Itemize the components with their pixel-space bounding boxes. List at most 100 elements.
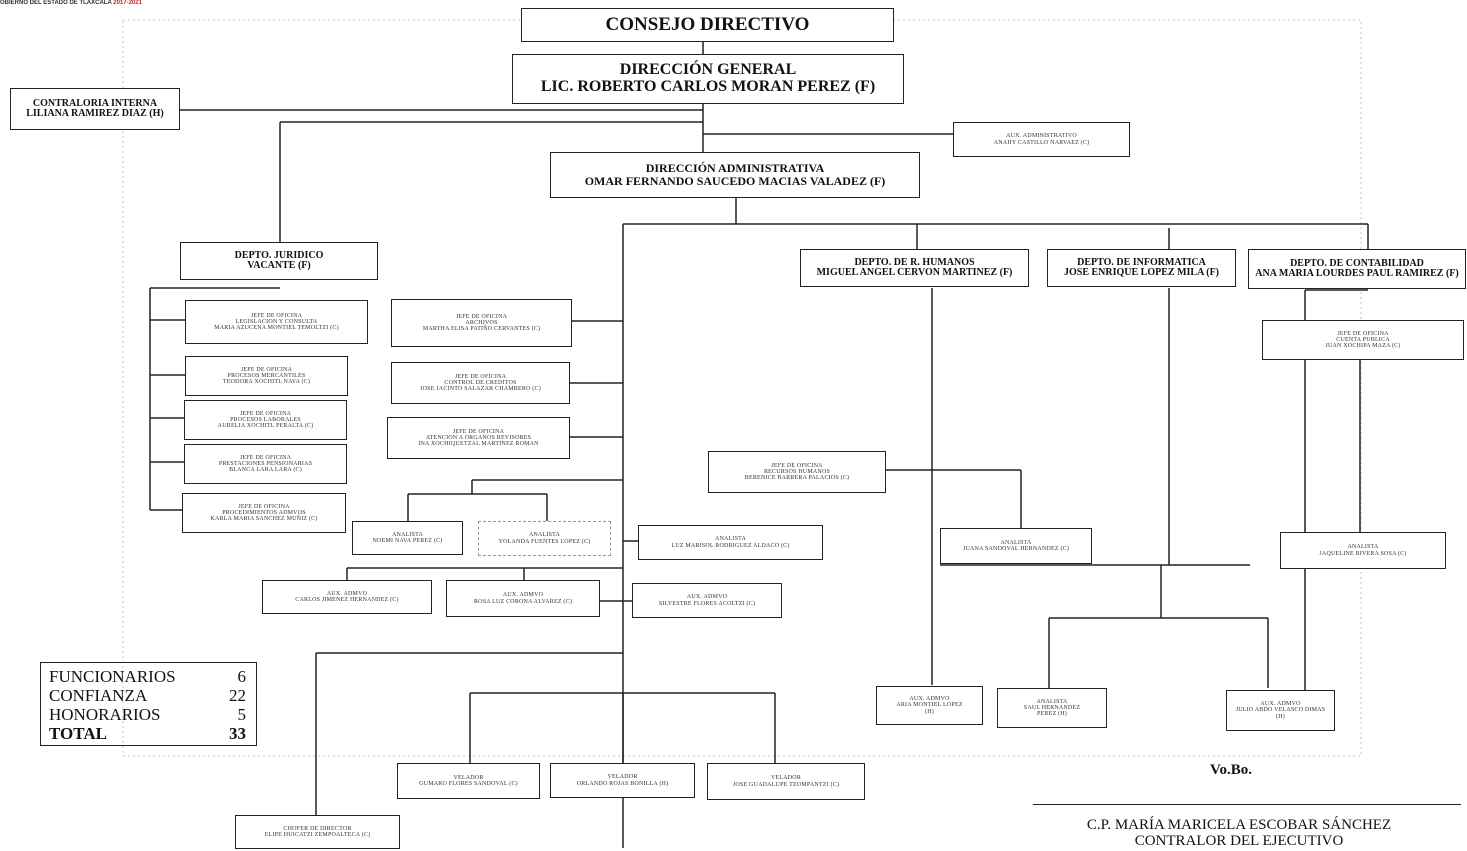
- chofer-box: CHOFER DE DIRECTOR ELIPE HUICATZI ZEMPOA…: [235, 815, 400, 849]
- adm-office-3-l2: ATENCION A ORGANOS REVISORES: [425, 434, 532, 441]
- rh-aux-box: AUX. ADMVO ARIA MONTIEL LOPEZ (H): [876, 686, 983, 725]
- direccion-administrativa-box: DIRECCIÓN ADMINISTRATIVA OMAR FERNANDO S…: [550, 152, 920, 198]
- aux-admvo-3-l1: AUX. ADMVO: [686, 594, 728, 601]
- depto-info-title: DEPTO. DE INFORMATICA: [1077, 256, 1206, 268]
- totals-label: HONORARIOS: [49, 705, 161, 724]
- jur-office-1-l1: JEFE DE OFICINA: [250, 312, 303, 319]
- consejo-directivo-box: CONSEJO DIRECTIVO: [521, 8, 894, 42]
- velador-2-box: VELADOR ORLANDO ROJAS BONILLA (H): [550, 763, 695, 798]
- depto-juridico-title: DEPTO. JURIDICO: [234, 249, 324, 261]
- aux-admvo-2-l2: ROSA LUZ CORONA ALVAREZ (C): [473, 598, 573, 605]
- government-header: OBIERNO DEL ESTADO DE TLAXCALA 2017-2021: [0, 0, 142, 6]
- totals-value: 5: [237, 705, 247, 724]
- contraloria-title: CONTRALORIA INTERNA: [32, 97, 158, 109]
- velador-2-l1: VELADOR: [607, 774, 638, 781]
- depto-conta-title: DEPTO. DE CONTABILIDAD: [1290, 257, 1424, 269]
- jur-office-4-box: JEFE DE OFICINA PRESTACIONES PENSIONARIA…: [184, 444, 347, 484]
- depto-juridico-name: VACANTE (F): [247, 260, 311, 271]
- header-years: 2017-2021: [113, 0, 142, 6]
- jur-office-1-l3: MARIA AZUCENA MONTIEL TEMOLTZI (C): [214, 325, 339, 332]
- signature-name: C.P. MARÍA MARICELA ESCOBAR SÁNCHEZ: [1086, 817, 1392, 833]
- info-analista-l2: SAUL HERNANDEZ: [1023, 704, 1081, 711]
- totals-row-total: TOTAL 33: [49, 724, 246, 743]
- info-analista-box: ANALISTA SAUL HERNANDEZ PEREZ (H): [997, 688, 1107, 728]
- aux-admvo-3-l2: SILVESTRE FLORES ACOLTZI (C): [658, 600, 756, 607]
- jur-office-5-l3: KARLA MARIA SANCHEZ MUÑIZ (C): [210, 516, 318, 523]
- jur-office-5-l2: PROCEDIMIENTOS ADMVOS: [222, 509, 306, 516]
- jur-office-2-l3: TEODORA XOCHITL NAVA (C): [222, 379, 311, 386]
- conta-jefe-l2: CUENTA PUBLICA: [1336, 336, 1390, 343]
- totals-value: 22: [229, 686, 246, 705]
- jur-office-4-l2: PRESTACIONES PENSIONARIAS: [218, 460, 313, 467]
- depto-rh-name: MIGUEL ANGEL CERVON MARTINEZ (F): [816, 267, 1013, 278]
- analista-1-box: ANALISTA NOEMI NAVA PEREZ (C): [352, 521, 463, 555]
- depto-informatica-box: DEPTO. DE INFORMATICA JOSE ENRIQUE LOPEZ…: [1047, 249, 1236, 287]
- totals-value: 33: [229, 724, 246, 743]
- depto-info-name: JOSE ENRIQUE LOPEZ MILA (F): [1063, 267, 1220, 278]
- rh-jefe-l1: JEFE DE OFICINA: [771, 462, 823, 469]
- analista-3-l1: ANALISTA: [714, 536, 747, 543]
- rh-jefe-l3: BERENICE BARRERA PALACIOS (C): [744, 475, 850, 482]
- velador-3-l2: JOSE GUADALUPE TZOMPANTZI (C): [732, 781, 840, 788]
- conta-analista-box: ANALISTA JAQUELINE RIVERA SOSA (C): [1280, 532, 1446, 569]
- analista-2-box: ANALISTA YOLANDA FUENTES LOPEZ (C): [478, 521, 611, 556]
- aux-administrativo-name: ANAHY CASTILLO NARVAEZ (C): [993, 139, 1090, 146]
- totals-label: CONFIANZA: [49, 686, 148, 705]
- direccion-general-title: DIRECCIÓN GENERAL: [619, 61, 797, 79]
- adm-office-1-l3: MARTHA ELISA PATIÑO CERVANTES (C): [422, 326, 541, 333]
- contraloria-box: CONTRALORIA INTERNA LILIANA RAMIREZ DIAZ…: [10, 88, 180, 130]
- adm-office-1-l1: JEFE DE OFICINA: [455, 313, 508, 320]
- totals-value: 6: [237, 667, 247, 686]
- rh-aux-l3: (H): [925, 708, 934, 715]
- totals-row: CONFIANZA 22: [49, 686, 246, 705]
- velador-3-l1: VELADOR: [770, 775, 802, 782]
- contraloria-name: LILIANA RAMIREZ DIAZ (H): [26, 108, 164, 119]
- depto-conta-name: ANA MARIA LOURDES PAUL RAMIREZ (F): [1255, 268, 1459, 279]
- analista-1-l1: ANALISTA: [391, 531, 424, 538]
- header-text: OBIERNO DEL ESTADO DE TLAXCALA: [0, 0, 112, 6]
- jur-office-3-l2: PROCESOS LABORALES: [230, 416, 301, 423]
- signature-title: CONTRALOR DEL EJECUTIVO: [1134, 833, 1344, 849]
- rh-aux-l1: AUX. ADMVO: [909, 696, 950, 703]
- adm-office-3-l1: JEFE DE OFICINA: [452, 428, 505, 435]
- signature-line: [1033, 804, 1461, 805]
- totals-label: FUNCIONARIOS: [49, 667, 176, 686]
- conta-analista-l1: ANALISTA: [1347, 544, 1379, 551]
- totals-table: FUNCIONARIOS 6 CONFIANZA 22 HONORARIOS 5…: [40, 662, 257, 746]
- depto-rh-title: DEPTO. DE R. HUMANOS: [854, 256, 975, 268]
- direccion-general-box: DIRECCIÓN GENERAL LIC. ROBERTO CARLOS MO…: [512, 54, 904, 104]
- adm-office-1-l2: ARCHIVOS: [465, 319, 498, 326]
- info-analista-l1: ANALISTA: [1036, 698, 1068, 705]
- jur-office-4-l1: JEFE DE OFICINA: [239, 454, 292, 461]
- analista-2-l2: YOLANDA FUENTES LOPEZ (C): [498, 538, 591, 545]
- velador-2-l2: ORLANDO ROJAS BONILLA (H): [576, 780, 669, 787]
- jur-office-2-l1: JEFE DE OFICINA: [240, 366, 293, 373]
- jur-office-3-box: JEFE DE OFICINA PROCESOS LABORALES AUREL…: [184, 400, 347, 440]
- analista-1-l2: NOEMI NAVA PEREZ (C): [372, 538, 443, 544]
- info-analista-l3: PEREZ (H): [1037, 711, 1067, 718]
- jur-office-2-box: JEFE DE OFICINA PROCESOS MERCANTILES TEO…: [185, 356, 348, 396]
- rh-analista-l2: JUANA SANDOVAL HERNANDEZ (C): [962, 546, 1070, 552]
- jur-office-1-l2: LEGISLACION Y CONSULTA: [235, 318, 318, 325]
- aux-admvo-1-l1: AUX. ADMVO: [326, 590, 368, 597]
- consejo-label: CONSEJO DIRECTIVO: [605, 14, 810, 36]
- conta-jefe-l3: JUAN XOCHIPA MAZA (C): [1325, 343, 1401, 350]
- signature-block: C.P. MARÍA MARICELA ESCOBAR SÁNCHEZ CONT…: [1033, 817, 1445, 849]
- velador-1-l1: VELADOR: [453, 774, 484, 781]
- analista-3-box: ANALISTA LUZ MARISOL RODRIGUEZ ALDACO (C…: [638, 525, 823, 560]
- direccion-admin-name: OMAR FERNANDO SAUCEDO MACIAS VALADEZ (F): [584, 174, 886, 188]
- rh-aux-l2: ARIA MONTIEL LOPEZ: [896, 702, 963, 709]
- adm-office-2-l2: CONTROL DE CREDITOS: [444, 379, 517, 386]
- depto-rh-box: DEPTO. DE R. HUMANOS MIGUEL ANGEL CERVON…: [800, 249, 1029, 287]
- adm-office-1-box: JEFE DE OFICINA ARCHIVOS MARTHA ELISA PA…: [391, 299, 572, 347]
- direccion-admin-title: DIRECCIÓN ADMINISTRATIVA: [645, 161, 825, 176]
- aux-admvo-1-l2: CARLOS JIMENEZ HERNANDEZ (C): [295, 597, 399, 603]
- analista-2-l1: ANALISTA: [528, 532, 561, 539]
- aux-administrativo-title: AUX. ADMINISTRATIVO: [1006, 133, 1077, 140]
- aux-administrativo-box: AUX. ADMINISTRATIVO ANAHY CASTILLO NARVA…: [953, 122, 1130, 157]
- adm-office-2-box: JEFE DE OFICINA CONTROL DE CREDITOS JOSE…: [391, 362, 570, 404]
- analista-3-l2: LUZ MARISOL RODRIGUEZ ALDACO (C): [671, 542, 790, 549]
- adm-office-3-box: JEFE DE OFICINA ATENCION A ORGANOS REVIS…: [387, 417, 570, 459]
- totals-label: TOTAL: [49, 724, 107, 743]
